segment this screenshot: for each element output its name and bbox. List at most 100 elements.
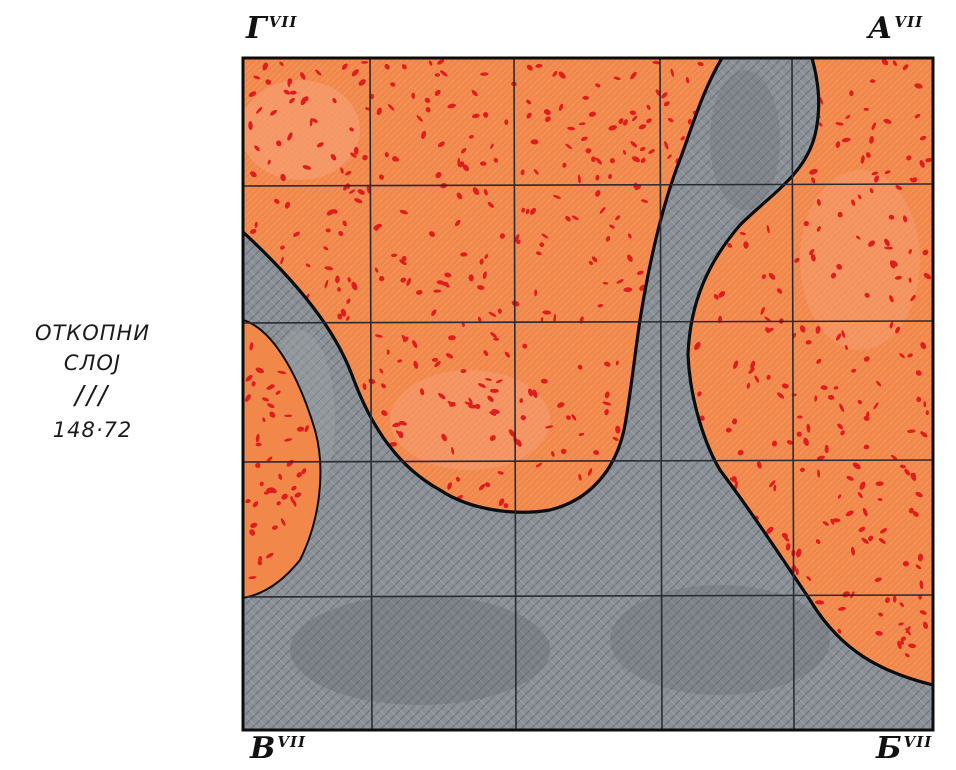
red-dot [897,640,902,650]
red-dot [515,439,522,447]
red-dot [471,90,478,97]
red-dot [615,215,621,221]
red-dot [338,231,344,236]
red-dot [837,494,842,499]
red-dot [900,640,905,645]
red-dot [516,239,521,245]
red-dot [397,359,403,363]
red-dot [841,137,851,143]
red-dot [289,97,295,104]
red-dot [904,653,910,658]
red-dot [468,397,473,405]
red-dot [350,152,357,158]
red-dot [803,220,809,227]
red-dot [245,374,253,382]
red-dot [785,543,791,551]
red-dot [902,215,908,223]
red-dot [378,174,385,180]
red-dot [743,241,749,249]
red-dot [608,125,617,131]
red-dot [646,104,651,110]
red-dot [694,341,701,351]
red-dot [905,627,911,636]
red-dot [639,146,646,152]
red-dot [373,225,379,231]
red-dot [477,316,482,323]
red-dot [623,150,626,155]
red-dot [374,267,379,273]
red-dot [577,364,583,370]
note-line-2: СЛОЈ [63,351,122,375]
red-dot [871,171,879,176]
red-dot [400,277,407,283]
red-dot [756,461,762,469]
red-dot [925,410,929,416]
red-dot [869,79,876,83]
red-dot [540,317,544,323]
red-dot [618,118,624,125]
red-dot [353,198,363,204]
red-dot [358,79,366,86]
red-dot [908,277,912,283]
red-dot [585,148,592,154]
red-dot [435,171,442,179]
red-dot [545,425,554,429]
red-dot [526,112,532,119]
red-dot [868,240,876,247]
red-dot [379,275,385,282]
grid-vertical-line [513,58,517,730]
red-dot [460,252,468,257]
red-dot [292,500,297,507]
red-dot [884,238,890,247]
red-dot [480,161,487,166]
red-dot [837,211,843,218]
red-dot [895,185,903,191]
red-dot [421,130,427,139]
red-dot [830,272,837,279]
red-dot [889,260,896,269]
red-dot [366,184,371,194]
red-dot [892,60,898,66]
red-dot [395,430,401,435]
red-dot [519,398,524,404]
red-dot [558,71,566,79]
red-dot [351,69,359,77]
red-dot [508,429,516,437]
red-dot [863,107,869,111]
red-dot [431,357,439,362]
red-dot [456,192,463,200]
red-dot [451,447,455,455]
red-dot [528,388,533,397]
red-dot [566,415,571,420]
red-dot [632,115,638,122]
red-dot [362,154,368,161]
red-dot [623,287,633,293]
red-dot [874,175,879,183]
red-dot [746,382,751,389]
red-dot [857,491,863,499]
red-dot [864,292,870,298]
red-dot [809,248,815,256]
red-dot [263,491,270,495]
red-dot [593,450,600,455]
red-dot [399,209,408,215]
red-dot [468,404,477,409]
red-dot [280,245,285,250]
red-dot [836,264,843,270]
red-dot [915,564,922,570]
red-dot [687,118,692,125]
red-dot [884,170,891,174]
orange-left-pocket [243,320,321,598]
note-line-3: /// [74,381,111,411]
red-dot [543,109,551,116]
red-dot [830,518,835,525]
red-dot [415,289,423,295]
red-dot [795,568,799,576]
red-dot [255,442,262,447]
red-dot [578,473,582,481]
red-dot [289,90,297,95]
red-dot [773,484,777,492]
grid-vertical-line [791,58,795,730]
